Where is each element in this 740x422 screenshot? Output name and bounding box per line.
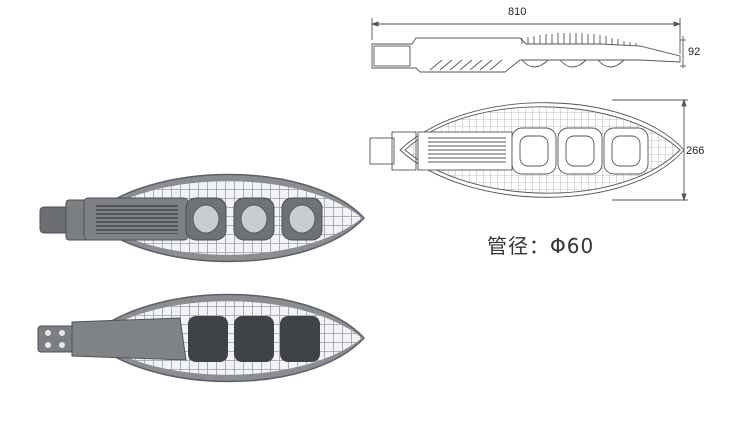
- cover-plate: [71, 317, 187, 361]
- width-dimension-label: 266: [686, 145, 705, 157]
- lens-modules: [185, 197, 323, 241]
- height-dimension-label: 92: [688, 46, 701, 58]
- bottom-view-render: [37, 293, 366, 383]
- length-dimension-label: 810: [508, 6, 527, 18]
- top-view-render: [39, 173, 366, 263]
- pipe-diameter-note: 管径：Φ60: [487, 234, 595, 258]
- heatsink-blocks: [188, 316, 320, 362]
- side-elevation-drawing: [370, 18, 686, 73]
- top-plan-drawing: [369, 98, 688, 202]
